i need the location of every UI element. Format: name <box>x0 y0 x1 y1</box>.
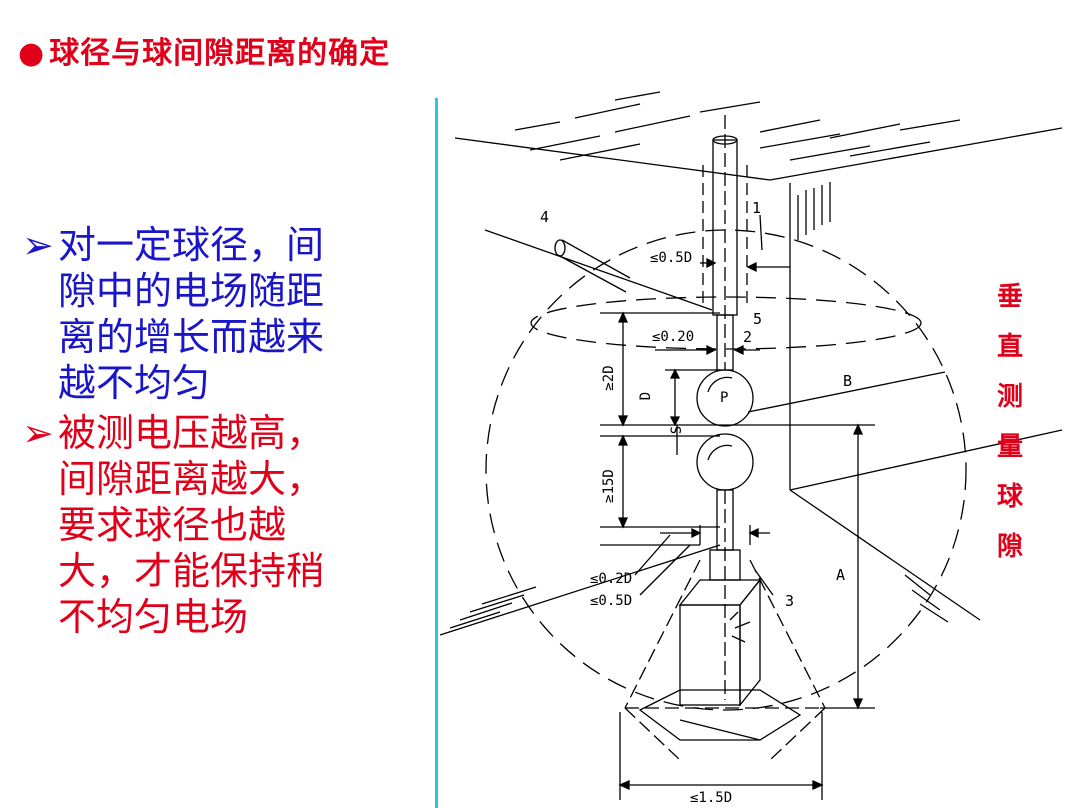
vertical-divider <box>435 98 438 808</box>
side-label-char: 直 <box>996 332 1023 362</box>
ceiling <box>454 91 1063 181</box>
side-label-char: 隙 <box>996 532 1023 562</box>
label-p: P <box>720 390 728 406</box>
lower-sphere <box>696 433 754 491</box>
bullet-2-line-2: 间隙距离越大， <box>58 457 325 501</box>
label-020: ≤0.20 <box>652 329 694 345</box>
support-pillar <box>638 578 802 741</box>
label-15d-width: ≤1.5D <box>690 790 732 806</box>
title-text: 球径与球间隙距离的确定 <box>49 36 391 71</box>
side-label-char: 量 <box>996 432 1023 462</box>
right-wall <box>789 182 1063 621</box>
upper-rod <box>702 115 748 371</box>
cone-lines <box>624 559 826 761</box>
label-1: 1 <box>752 199 761 217</box>
bullet-1-line-1: 对一定球径，间 <box>58 223 325 267</box>
label-2d: ≥2D <box>601 365 617 390</box>
tube-4 <box>484 229 713 311</box>
bullet-1-line-2: 隙中的电场随距 <box>58 269 325 313</box>
bullet-2-line-3: 要求球径也越 <box>58 503 287 547</box>
upper-sphere <box>696 369 754 427</box>
bullet-1-line-4: 越不均匀 <box>58 361 211 405</box>
bullet-2-line-1: 被测电压越高， <box>58 411 325 455</box>
bullet-list: ➢ 对一定球径，间 隙中的电场随距 离的增长而越来 越不均匀 ➢ 被测电压越高，… <box>22 222 417 644</box>
label-05d-top: ≤0.5D <box>650 250 692 266</box>
boundary-ellipse <box>530 296 922 350</box>
side-label-char: 垂 <box>996 282 1023 312</box>
lower-rod <box>709 489 741 700</box>
arrow-bullet-icon: ➢ <box>22 223 54 267</box>
label-3: 3 <box>785 592 794 610</box>
arrow-bullet-icon: ➢ <box>22 411 54 455</box>
bullet-item-2: ➢ 被测电压越高， 间隙距离越大， 要求球径也越 大，才能保持稍 不均匀电场 <box>22 410 417 640</box>
bullet-item-1: ➢ 对一定球径，间 隙中的电场随距 离的增长而越来 越不均匀 <box>22 222 417 406</box>
label-5: 5 <box>753 310 762 328</box>
label-4: 4 <box>540 208 549 226</box>
label-15d: ≥15D <box>601 469 617 503</box>
label-2: 2 <box>743 328 752 346</box>
side-label-char: 测 <box>996 382 1023 412</box>
label-s: S <box>669 426 685 434</box>
bullet-1-line-3: 离的增长而越来 <box>58 315 325 359</box>
arrowheads <box>617 257 864 791</box>
floor <box>439 544 949 636</box>
side-label-char: 球 <box>996 482 1023 512</box>
label-b: B <box>843 372 852 390</box>
label-d: D <box>638 392 654 400</box>
title-bullet: ● <box>18 36 46 71</box>
label-05d-bottom: ≤0.5D <box>590 593 632 609</box>
bullet-2-line-4: 大，才能保持稍 <box>58 549 325 593</box>
label-a: A <box>836 566 845 584</box>
line-b <box>747 371 946 413</box>
boundary-circle <box>485 229 967 711</box>
side-label: 垂 直 测 量 球 隙 <box>990 272 1030 572</box>
bullet-2-line-5: 不均匀电场 <box>58 595 249 639</box>
label-02d: ≤0.2D <box>590 571 632 587</box>
page-title: ●球径与球间隙距离的确定 <box>18 28 390 72</box>
